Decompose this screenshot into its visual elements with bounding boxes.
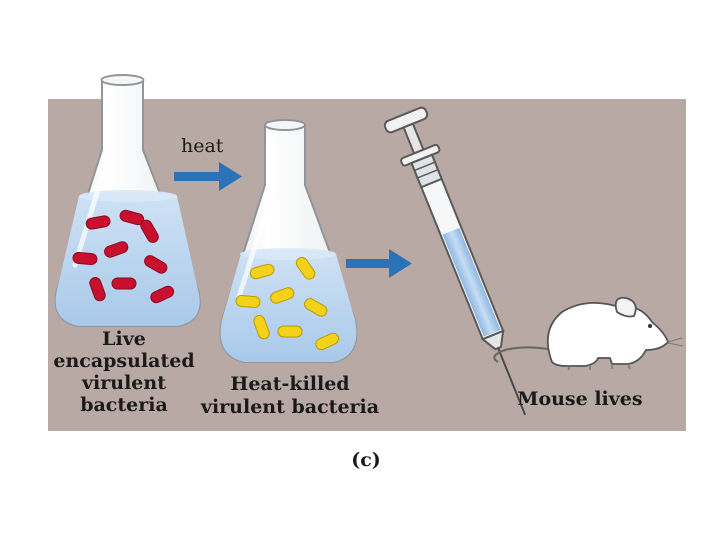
mouse-body <box>546 301 669 367</box>
live-label-line2: encapsulated <box>53 350 194 372</box>
live-bacterium <box>104 241 129 258</box>
syringe-liquid <box>442 227 501 337</box>
mouse-tail <box>493 346 563 363</box>
killed-bacterium <box>253 315 270 340</box>
killed-label-line2: virulent bacteria <box>200 396 379 418</box>
heat-label: heat <box>181 135 224 157</box>
live-bacterium <box>144 255 168 274</box>
live-label-line3: virulent <box>81 372 166 394</box>
killed-bacterium <box>277 325 303 338</box>
live-bacterium <box>89 277 106 302</box>
killed-bacterium <box>315 332 340 351</box>
killed-label-line1: Heat-killed <box>230 373 349 395</box>
live-label-line4: bacteria <box>80 394 168 416</box>
live-bacterium <box>140 219 159 243</box>
killed-bacterium <box>249 263 275 280</box>
killed-bacterium <box>295 256 316 280</box>
panel-label: (c) <box>351 449 381 471</box>
killed-bacterium <box>304 298 328 317</box>
live-label-line1: Live <box>102 328 146 350</box>
mouse <box>493 296 684 371</box>
flask-live-bacteria <box>54 74 201 327</box>
live-bacterium <box>150 285 175 304</box>
flask-heat-killed-bacteria <box>219 119 358 363</box>
injection-arrow <box>346 249 412 278</box>
mouse-eye <box>648 324 652 328</box>
outcome-label: Mouse lives <box>517 388 642 410</box>
killed-bacterium <box>235 294 261 309</box>
live-bacterium <box>111 277 137 290</box>
mouse-ear <box>614 296 637 318</box>
heat-arrow <box>174 162 242 191</box>
killed-bacterium <box>270 287 295 304</box>
live-bacterium <box>72 251 98 266</box>
live-bacterium <box>85 215 111 230</box>
syringe <box>383 106 527 416</box>
